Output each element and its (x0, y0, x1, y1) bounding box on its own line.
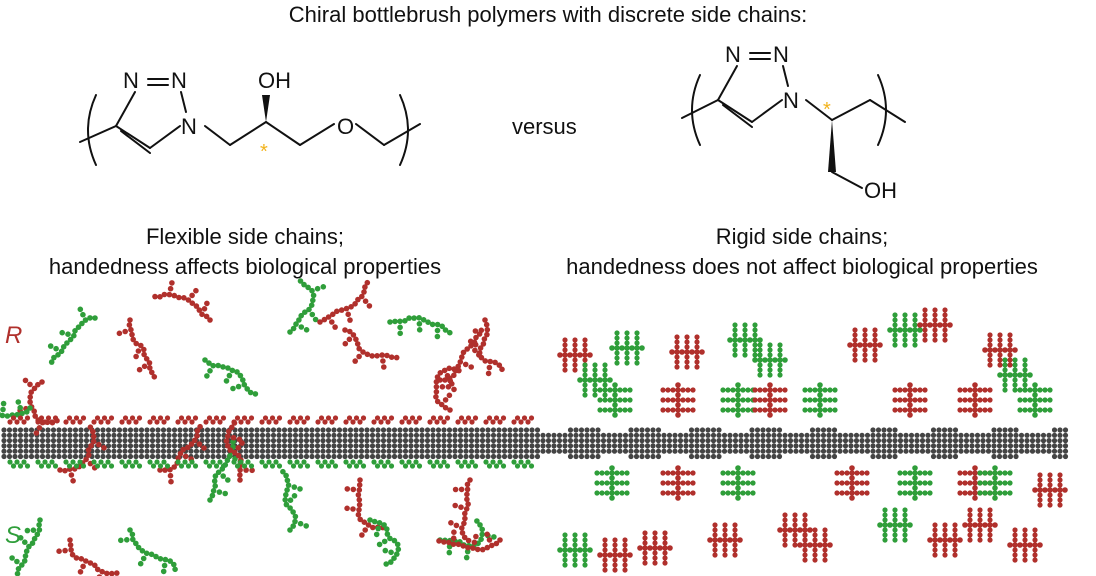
versus-label: versus (512, 114, 577, 139)
left-atom-n1: N (123, 68, 139, 93)
left-stereocenter-mark: * (260, 141, 268, 163)
r-label: R (5, 322, 23, 349)
figure-title: Chiral bottlebrush polymers with discret… (288, 2, 808, 27)
rigid-side-chains (557, 307, 1068, 573)
right-atom-n3: N (783, 88, 799, 113)
left-atom-n2: N (171, 68, 187, 93)
s-label: S (5, 522, 22, 549)
right-stereocenter-mark: * (823, 99, 831, 121)
flexible-side-chains (0, 278, 535, 576)
left-atom-oh: OH (258, 68, 291, 93)
left-caption-line2: handedness affects biological properties (48, 254, 442, 279)
right-caption-line1: Rigid side chains; (715, 224, 889, 249)
right-structure (681, 52, 906, 189)
right-caption-line2: handedness does not affect biological pr… (566, 254, 1038, 279)
right-caption: Rigid side chains; handedness does not a… (508, 222, 1096, 282)
right-open-bracket (691, 74, 701, 146)
left-caption: Flexible side chains; handedness affects… (0, 222, 490, 282)
left-atom-n3: N (181, 114, 197, 139)
polymer-backbone (1, 427, 1069, 460)
chemical-structures: N N N OH O * N N N OH * (79, 42, 906, 203)
right-atom-n2: N (773, 42, 789, 67)
right-atom-n1: N (725, 42, 741, 67)
left-structure (79, 78, 421, 166)
left-atom-o: O (337, 114, 354, 139)
right-atom-oh: OH (864, 178, 897, 203)
left-open-bracket (87, 94, 97, 166)
left-caption-line1: Flexible side chains; (145, 224, 345, 249)
